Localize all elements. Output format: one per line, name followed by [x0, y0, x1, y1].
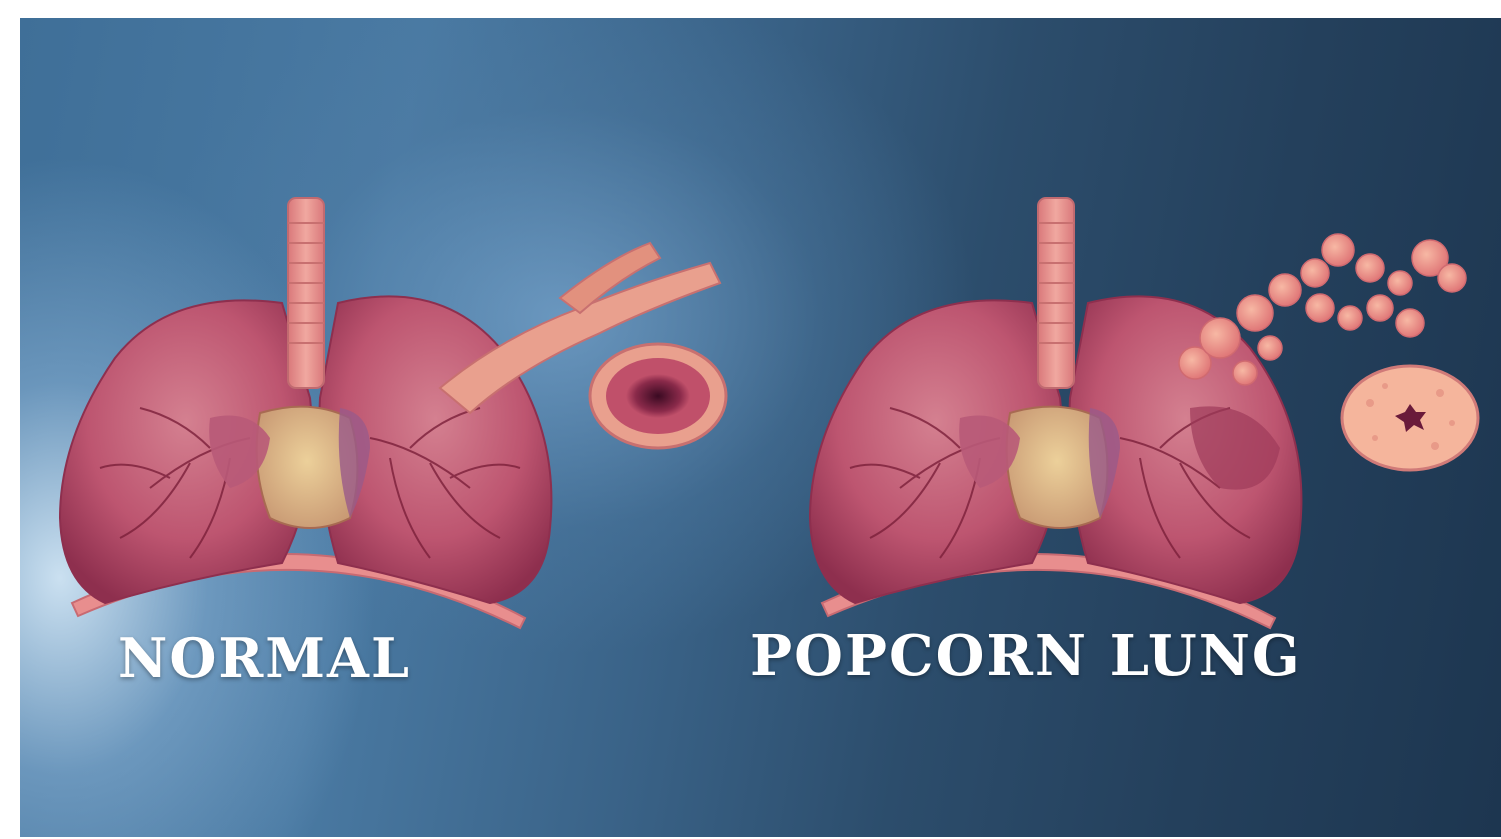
normal-label: NORMAL	[118, 626, 411, 690]
trachea	[288, 198, 324, 388]
lungs-illustration	[20, 18, 1501, 837]
popcorn-lung-label: POPCORN LUNG	[750, 623, 1302, 689]
trachea-popcorn	[1038, 198, 1074, 388]
normal-lungs-icon	[60, 198, 726, 628]
popcorn-lungs-icon	[810, 198, 1478, 628]
background-panel: NORMAL POPCORN LUNG	[20, 18, 1501, 837]
